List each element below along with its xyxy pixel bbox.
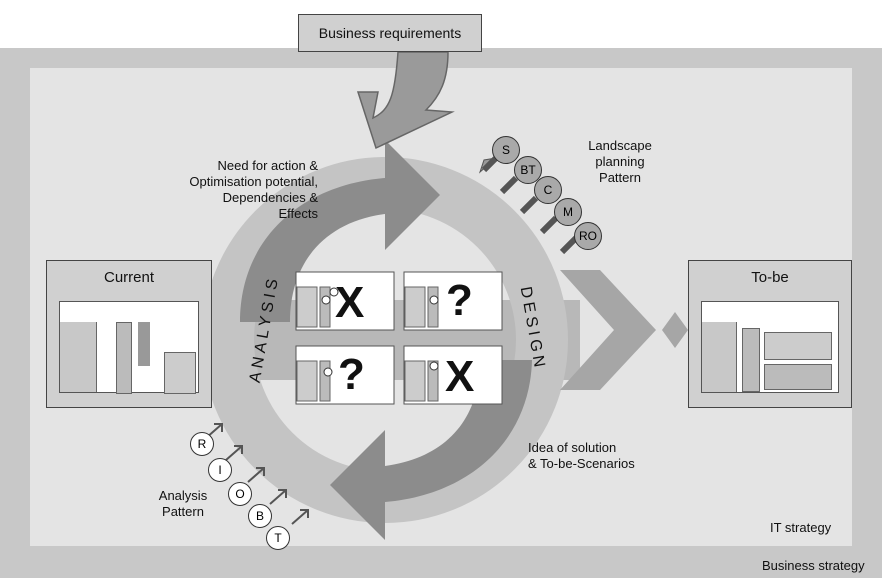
current-thumb-column	[60, 322, 97, 392]
business-requirements-box: Business requirements	[298, 14, 482, 52]
current-title: Current	[103, 269, 155, 286]
design-arrow	[330, 360, 532, 540]
scenario-mark-1: X	[335, 278, 365, 327]
analysis-circle-t: T	[266, 526, 290, 550]
to-be-landscape-thumb	[701, 301, 839, 393]
business-requirements-label: Business requirements	[318, 25, 462, 41]
to-be-thumb-block-2	[764, 364, 832, 390]
scenario-thumb-4	[403, 345, 503, 405]
requirements-arrow	[356, 51, 455, 150]
design-chevron	[560, 270, 656, 390]
scenario-mark-2: ?	[446, 276, 473, 325]
landscape-arrows	[478, 155, 579, 255]
landscape-circle-c: C	[534, 176, 562, 204]
scenario-thumb-1	[295, 271, 395, 331]
analysis-circle-b: B	[248, 504, 272, 528]
current-thumb-bar	[116, 322, 132, 394]
current-box: Current	[46, 260, 212, 408]
small-diamond	[662, 312, 688, 348]
to-be-title: To-be	[751, 269, 789, 286]
landscape-pattern-label: Landscape planning Pattern	[588, 138, 652, 185]
it-strategy-label: IT strategy	[770, 520, 832, 535]
scenario-thumb-2	[403, 271, 503, 331]
analysis-circle-o: O	[228, 482, 252, 506]
current-thumb-block	[164, 352, 196, 394]
idea-of-solution-text: Idea of solution & To-be-Scenarios	[528, 440, 635, 471]
analysis-circle-r: R	[190, 432, 214, 456]
to-be-box: To-be	[688, 260, 852, 408]
need-for-action-text: Need for action & Optimisation potential…	[189, 158, 318, 221]
analysis-arrow	[240, 140, 440, 322]
analysis-arrows	[205, 423, 309, 525]
current-landscape-thumb	[59, 301, 199, 394]
to-be-thumb-block-1	[764, 332, 832, 360]
landscape-circle-m: M	[554, 198, 582, 226]
analysis-pattern-label: Analysis Pattern	[158, 488, 208, 519]
to-be-thumb-bar	[742, 328, 760, 392]
current-thumb-bar2	[138, 322, 150, 366]
landscape-circle-s: S	[492, 136, 520, 164]
scenario-mark-4: X	[445, 352, 475, 401]
to-be-thumb-column	[702, 322, 737, 392]
analysis-circle-i: I	[208, 458, 232, 482]
landscape-circle-ro: RO	[574, 222, 602, 250]
scenario-thumb-3	[295, 345, 395, 405]
scenario-mark-3: ?	[338, 350, 365, 399]
business-strategy-label: Business strategy	[762, 558, 865, 573]
